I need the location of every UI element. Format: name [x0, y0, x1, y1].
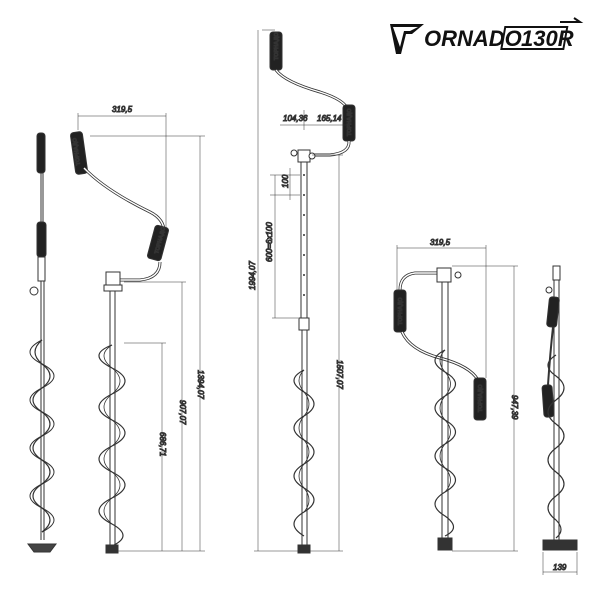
dim-ext-step: 100 — [281, 174, 290, 188]
dim-ext-holes: 600=6x100 — [265, 222, 274, 262]
dim-front-width: 319,5 — [112, 105, 133, 114]
dim-front-overall: 1394,07 — [196, 370, 205, 399]
dim-folded-height: 947,39 — [510, 395, 519, 420]
folded-grip-lower — [473, 377, 487, 421]
side-grip-upper — [546, 296, 560, 328]
upper-grip — [36, 132, 46, 174]
dim-folded-width: 319,5 — [430, 238, 451, 247]
side-view-narrow — [27, 132, 57, 553]
dim-front-spiral: 686,71 — [158, 432, 167, 456]
top-grip — [70, 131, 88, 175]
front-cutter — [105, 544, 119, 554]
folded-grip-upper-label: ТОРНАДО — [398, 297, 404, 325]
side-view-folded: 139 — [541, 265, 578, 575]
clamp-knob — [29, 286, 39, 296]
top-grip-label: ТОРНАДО — [72, 137, 82, 166]
folded-view: ТОРНАДО ТОРНАДО 319,5 947,39 — [393, 238, 520, 552]
ext-mid-grip-label: ТОРНАДО — [347, 108, 353, 136]
front-view-crank: ТОРНАДО ТОРНАДО 319,5 1394,07 907,07 686… — [70, 105, 206, 554]
dim-front-auger: 907,07 — [178, 400, 187, 425]
mid-grip — [147, 224, 169, 262]
cutter-blade — [27, 543, 57, 553]
folded-grip-upper — [393, 289, 407, 333]
lower-grip — [36, 221, 47, 258]
side-cutter-base — [542, 539, 578, 551]
dim-ext-left: 104,36 — [283, 114, 308, 123]
dim-ext-total: 1994,07 — [248, 261, 257, 290]
dim-side-base: 139 — [553, 563, 567, 572]
dim-ext-lower: 1507,07 — [335, 360, 344, 389]
folded-grip-lower-label: ТОРНАДО — [478, 384, 484, 412]
brand-logo: ORNADO 130R — [390, 17, 584, 54]
logo-text: ORNADO — [424, 26, 522, 51]
extended-view: ТОРНАДО ТОРНАДО 104,36 165,14 — [248, 29, 356, 554]
dim-ext-right: 165,14 — [317, 114, 342, 123]
logo-model: 130R — [521, 26, 574, 51]
ext-top-grip-label: ТОРНАДО — [274, 32, 280, 60]
